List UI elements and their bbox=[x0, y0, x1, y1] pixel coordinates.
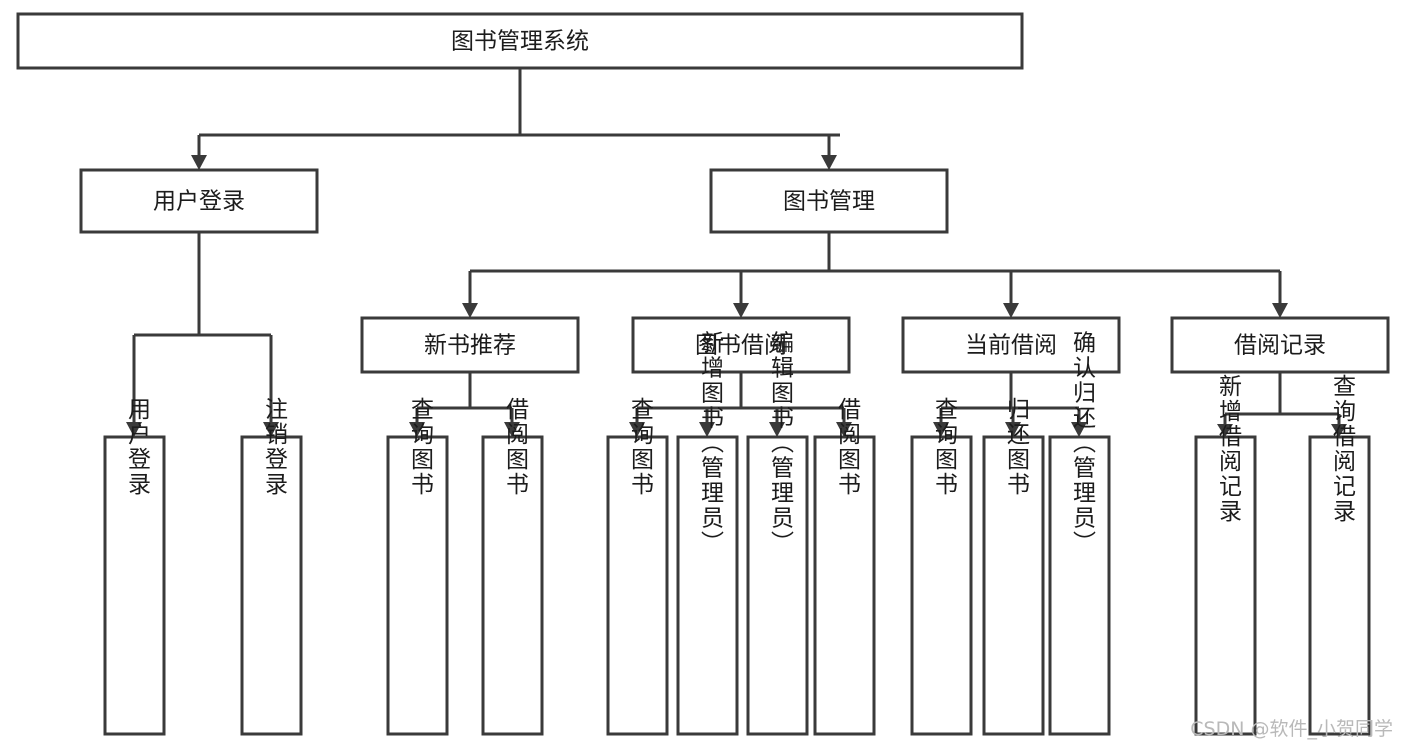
node-leaf-edit-book[interactable]: 编辑图书（管理员） bbox=[746, 331, 809, 736]
borrow-records-box[interactable] bbox=[1170, 316, 1390, 374]
arrow-to-leaf-add-book bbox=[699, 422, 715, 437]
leaf-confirm-return-box[interactable] bbox=[1048, 435, 1111, 736]
edges-user-login-to-leaves bbox=[126, 232, 279, 437]
leaf-borrow-book-1-label: 借阅图书 bbox=[502, 397, 530, 497]
arrow-to-leaf-return-book bbox=[1005, 422, 1021, 437]
arrow-to-new-book-recommend bbox=[462, 303, 478, 318]
leaf-edit-book-label: 编辑图书（管理员） bbox=[767, 331, 795, 556]
leaf-add-record-box[interactable] bbox=[1194, 435, 1257, 736]
arrow-to-borrow-records bbox=[1272, 303, 1288, 318]
leaf-user-login-label: 用户登录 bbox=[124, 397, 152, 497]
node-leaf-logout[interactable]: 注销登录 bbox=[240, 397, 303, 736]
node-leaf-user-login[interactable]: 用户登录 bbox=[103, 397, 166, 736]
node-leaf-borrow-book-1[interactable]: 借阅图书 bbox=[481, 397, 544, 736]
arrow-to-leaf-confirm-return bbox=[1071, 422, 1087, 437]
node-leaf-return-book[interactable]: 归还图书 bbox=[982, 397, 1045, 736]
node-book-borrow[interactable]: 图书借阅 bbox=[631, 316, 851, 374]
edges-new-book-recommend-to-leaves bbox=[409, 372, 520, 437]
leaf-logout-box[interactable] bbox=[240, 435, 303, 736]
user-login-label: 用户登录 bbox=[153, 189, 245, 215]
new-book-recommend-label: 新书推荐 bbox=[424, 333, 516, 359]
edges-borrow-records-to-leaves bbox=[1217, 372, 1347, 437]
book-management-label: 图书管理 bbox=[783, 189, 875, 215]
arrow-to-leaf-edit-book bbox=[769, 422, 785, 437]
arrow-to-current-borrow bbox=[1003, 303, 1019, 318]
arrow-to-leaf-query-book-3 bbox=[933, 422, 949, 437]
arrow-to-leaf-query-record bbox=[1331, 424, 1347, 437]
current-borrow-label: 当前借阅 bbox=[965, 333, 1057, 359]
arrow-to-user-login bbox=[191, 155, 207, 170]
node-leaf-query-book-1[interactable]: 查询图书 bbox=[386, 397, 449, 736]
node-leaf-query-book-2[interactable]: 查询图书 bbox=[606, 397, 669, 736]
edges-root-to-level2 bbox=[191, 68, 840, 170]
node-leaf-borrow-book-2[interactable]: 借阅图书 bbox=[813, 397, 876, 736]
leaf-query-book-3-box[interactable] bbox=[910, 435, 973, 736]
arrow-to-leaf-add-record bbox=[1217, 424, 1233, 437]
node-borrow-records[interactable]: 借阅记录 bbox=[1170, 316, 1390, 374]
root-box[interactable] bbox=[16, 12, 1024, 70]
leaf-query-book-2-label: 查询图书 bbox=[627, 397, 655, 497]
borrow-records-label: 借阅记录 bbox=[1234, 333, 1326, 359]
arrow-to-leaf-borrow-book-1 bbox=[504, 422, 520, 437]
node-new-book-recommend[interactable]: 新书推荐 bbox=[360, 316, 580, 374]
leaf-edit-book-box[interactable] bbox=[746, 435, 809, 736]
leaf-confirm-return-label: 确认归还（管理员） bbox=[1069, 331, 1097, 556]
leaf-return-book-box[interactable] bbox=[982, 435, 1045, 736]
node-leaf-add-record[interactable]: 新增借阅记录 bbox=[1194, 374, 1257, 736]
edges-book-borrow-to-leaves bbox=[629, 372, 852, 437]
leaf-add-record-label: 新增借阅记录 bbox=[1215, 374, 1243, 524]
node-book-management[interactable]: 图书管理 bbox=[709, 168, 949, 234]
user-login-box[interactable] bbox=[79, 168, 319, 234]
leaf-borrow-book-1-box[interactable] bbox=[481, 435, 544, 736]
leaf-return-book-label: 归还图书 bbox=[1003, 397, 1031, 497]
arrow-to-leaf-borrow-book-2 bbox=[836, 422, 852, 437]
node-leaf-add-book[interactable]: 新增图书（管理员） bbox=[676, 331, 739, 736]
book-borrow-box[interactable] bbox=[631, 316, 851, 374]
leaf-query-book-3-label: 查询图书 bbox=[931, 397, 959, 497]
book-management-box[interactable] bbox=[709, 168, 949, 234]
leaf-borrow-book-2-box[interactable] bbox=[813, 435, 876, 736]
leaf-add-book-box[interactable] bbox=[676, 435, 739, 736]
current-borrow-box[interactable] bbox=[901, 316, 1121, 374]
leaf-query-record-label: 查询借阅记录 bbox=[1329, 374, 1357, 524]
arrow-to-leaf-logout bbox=[263, 422, 279, 437]
root-label: 图书管理系统 bbox=[451, 29, 589, 55]
arrow-to-leaf-user-login bbox=[126, 422, 142, 437]
new-book-recommend-box[interactable] bbox=[360, 316, 580, 374]
edges-current-borrow-to-leaves bbox=[933, 372, 1087, 437]
leaf-query-record-box[interactable] bbox=[1308, 435, 1371, 736]
leaf-borrow-book-2-label: 借阅图书 bbox=[834, 397, 862, 497]
leaf-logout-label: 注销登录 bbox=[261, 397, 289, 497]
leaf-user-login-box[interactable] bbox=[103, 435, 166, 736]
leaf-query-book-1-label: 查询图书 bbox=[407, 397, 435, 497]
leaf-query-book-1-box[interactable] bbox=[386, 435, 449, 736]
book-borrow-label: 图书借阅 bbox=[695, 333, 787, 359]
leaf-add-book-label: 新增图书（管理员） bbox=[697, 331, 725, 556]
node-leaf-confirm-return[interactable]: 确认归还（管理员） bbox=[1048, 331, 1111, 736]
node-leaf-query-book-3[interactable]: 查询图书 bbox=[910, 397, 973, 736]
arrow-to-book-management bbox=[821, 155, 837, 170]
arrow-to-leaf-query-book-2 bbox=[629, 422, 645, 437]
node-user-login[interactable]: 用户登录 bbox=[79, 168, 319, 234]
arrow-to-book-borrow bbox=[733, 303, 749, 318]
leaf-query-book-2-box[interactable] bbox=[606, 435, 669, 736]
arrow-to-leaf-query-book-1 bbox=[409, 422, 425, 437]
node-current-borrow[interactable]: 当前借阅 bbox=[901, 316, 1121, 374]
node-leaf-query-record[interactable]: 查询借阅记录 bbox=[1308, 374, 1371, 736]
node-root-system[interactable]: 图书管理系统 bbox=[16, 12, 1024, 70]
edges-book-management-to-level3 bbox=[462, 232, 1288, 318]
